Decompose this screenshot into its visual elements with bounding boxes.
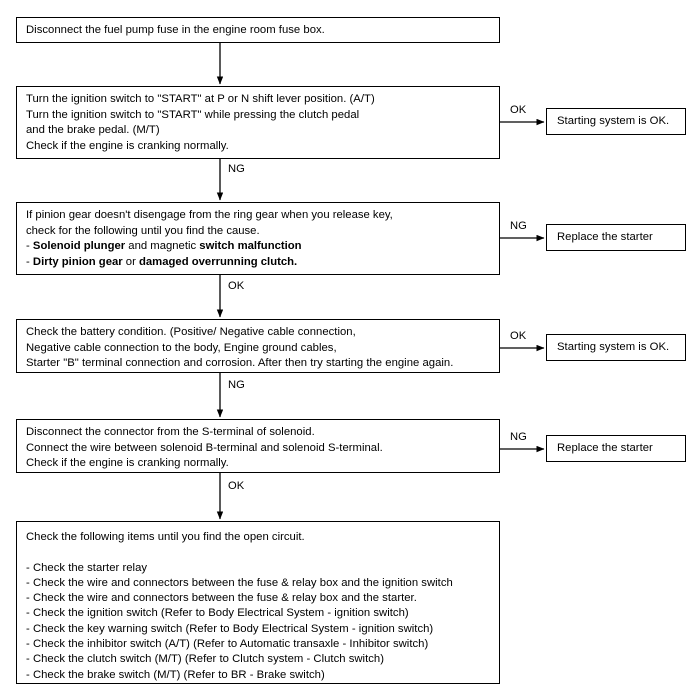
- edge-label-step2-step3: NG: [228, 163, 245, 175]
- node-step3-line4-middle: or: [122, 255, 139, 268]
- node-step3-line3-bold1: Solenoid plunger: [32, 240, 126, 253]
- edge-label-step4-step5: NG: [228, 379, 245, 391]
- node-result2-text: Replace the starter: [557, 231, 653, 243]
- edge-label-step3-step4: OK: [228, 280, 245, 292]
- node-step2: Turn the ignition switch to "START" at P…: [16, 86, 500, 159]
- edge-label-step5-result4: NG: [510, 431, 527, 443]
- edge-label-step5-step6: OK: [228, 480, 245, 492]
- node-step3-line3-bold2: switch malfunction: [199, 240, 302, 253]
- node-step3-line4-bold1: Dirty pinion gear: [32, 255, 123, 268]
- node-step2-text: Turn the ignition switch to "START" at P…: [26, 93, 375, 152]
- node-result1-text: Starting system is OK.: [557, 115, 670, 127]
- node-result4-text: Replace the starter: [557, 442, 653, 454]
- node-step3-line1: If pinion gear doesn't disengage from th…: [26, 209, 393, 221]
- node-step1: Disconnect the fuel pump fuse in the eng…: [16, 17, 500, 43]
- node-result2: Replace the starter: [546, 224, 686, 251]
- node-step4-text: Check the battery condition. (Positive/ …: [26, 326, 454, 370]
- node-step1-text: Disconnect the fuel pump fuse in the eng…: [26, 24, 325, 36]
- node-step3-line2: check for the following until you find t…: [26, 224, 260, 237]
- node-result3: Starting system is OK.: [546, 334, 686, 361]
- node-step5-text: Disconnect the connector from the S-term…: [26, 426, 383, 470]
- edge-label-step4-result3: OK: [510, 330, 527, 342]
- node-step3-text: If pinion gear doesn't disengage from th…: [26, 208, 494, 270]
- node-step3-line3-prefix: -: [26, 240, 33, 253]
- node-step3: If pinion gear doesn't disengage from th…: [16, 202, 500, 275]
- edge-label-step3-result2: NG: [510, 220, 527, 232]
- edge-label-step2-result1: OK: [510, 104, 527, 116]
- node-result4: Replace the starter: [546, 435, 686, 462]
- node-step3-line4-prefix: -: [26, 255, 33, 268]
- node-step3-line3-middle: and magnetic: [125, 240, 200, 253]
- node-step6: Check the following items until you find…: [16, 521, 500, 684]
- node-step3-line4-bold2: damaged overrunning clutch.: [139, 255, 298, 268]
- node-step5: Disconnect the connector from the S-term…: [16, 419, 500, 473]
- node-result1: Starting system is OK.: [546, 108, 686, 135]
- node-result3-text: Starting system is OK.: [557, 341, 670, 353]
- node-step4: Check the battery condition. (Positive/ …: [16, 319, 500, 373]
- node-step6-text: Check the following items until you find…: [26, 531, 453, 681]
